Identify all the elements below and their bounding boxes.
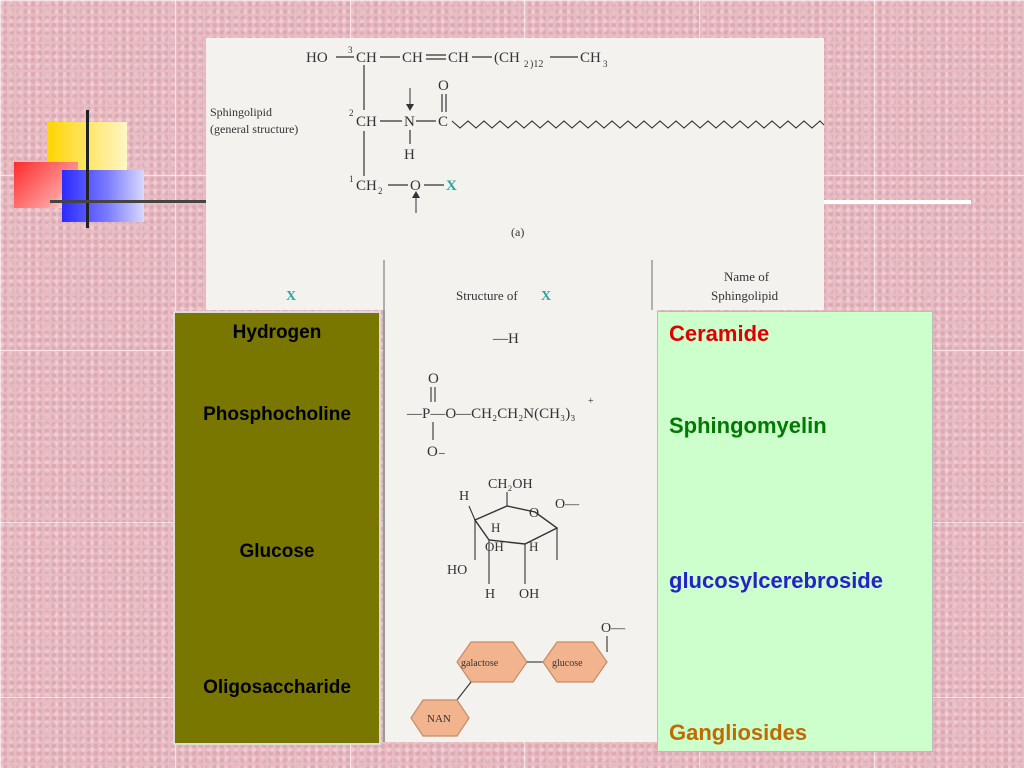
oxygen-bottom-label: O	[410, 178, 421, 194]
x-hydrogen: Hydrogen	[232, 322, 322, 343]
nan-hexagon	[410, 699, 470, 737]
deco-vertical-line	[86, 110, 89, 228]
general-structure-label: (general structure)	[210, 122, 298, 136]
x-phosphocholine: Phosphocholine	[203, 404, 351, 425]
deco-blue-square	[62, 170, 144, 222]
structures-panel: —H O —P—O—CH₂CH₂N(CH₃)₃ + O₋ CH₂OH H O O…	[383, 310, 657, 742]
deco-right-line	[824, 200, 971, 204]
glucose-ho: HO	[447, 563, 467, 578]
phospho-o-top: O	[428, 371, 439, 387]
subscript: )12	[530, 59, 543, 70]
sphingolipid-structure-figure: HO 3 CH CH CH (CH 2 )12 CH 3 Sphingolipi…	[206, 38, 824, 310]
ch-label: CH	[448, 50, 469, 66]
nan-label: NAN	[427, 713, 451, 725]
name-gangliosides: Gangliosides	[669, 720, 808, 745]
ch-middle-label: CH	[356, 114, 377, 130]
table-header-name-line2: Sphingolipid	[711, 288, 779, 303]
phospho-o-bottom: O₋	[427, 444, 446, 460]
glucose-h-1: H	[459, 489, 469, 504]
structures-diagram: —H O —P—O—CH₂CH₂N(CH₃)₃ + O₋ CH₂OH H O O…	[406, 331, 626, 737]
hydrogen-structure: —H	[492, 331, 519, 347]
subscript: 2	[378, 186, 383, 196]
table-header-name-line1: Name of	[724, 269, 770, 284]
x-group-label: X	[446, 178, 457, 194]
carbon-3-label: 3	[348, 45, 353, 55]
glucose-h-2: H	[491, 520, 500, 535]
phosphocholine-structure: —P—O—CH₂CH₂N(CH₃)₃	[406, 406, 575, 422]
ch-label: CH	[402, 50, 423, 66]
h-under-n-label: H	[404, 147, 415, 163]
carbonyl-c-label: C	[438, 114, 448, 130]
glucose-ch2oh: CH₂OH	[488, 477, 533, 492]
table-header-x: X	[286, 289, 296, 304]
glucose-hexagon	[542, 641, 608, 683]
glucose-h-4: H	[485, 587, 495, 602]
glucose-ring-o: O	[529, 506, 539, 521]
ch-label: CH	[356, 50, 377, 66]
glucose-h-3: H	[529, 539, 538, 554]
subscript: 2	[524, 59, 529, 69]
name-sphingomyelin: Sphingomyelin	[669, 413, 827, 438]
ho-label: HO	[306, 50, 328, 66]
oligo-o-link: O—	[601, 621, 626, 636]
x-oligosaccharide: Oligosaccharide	[203, 677, 351, 698]
table-header-structure-x: X	[541, 289, 551, 304]
x-group-list: Hydrogen Phosphocholine Glucose Oligosac…	[173, 311, 381, 745]
carbon-2-label: 2	[349, 108, 354, 118]
carbonyl-o-label: O	[438, 78, 449, 94]
ch2-chain-label: (CH	[494, 50, 520, 66]
name-ceramide: Ceramide	[669, 321, 770, 346]
nitrogen-label: N	[404, 114, 415, 130]
ch3-label: CH	[580, 50, 601, 66]
galactose-label: galactose	[461, 658, 499, 669]
glucose-o-link: O—	[555, 497, 580, 512]
x-glucose: Glucose	[239, 541, 315, 562]
structure-diagram: HO 3 CH CH CH (CH 2 )12 CH 3 Sphingolipi…	[210, 45, 824, 310]
sphingolipid-name-list: Ceramide Sphingomyelin glucosylcerebrosi…	[657, 311, 933, 752]
ch2-bottom-label: CH	[356, 178, 377, 194]
figure-caption: (a)	[511, 225, 524, 239]
sphingolipid-label: Sphingolipid	[210, 105, 272, 119]
deco-horizontal-line	[50, 200, 210, 203]
glucose-hex-label: glucose	[552, 658, 583, 669]
glucose-oh-2: OH	[519, 587, 539, 602]
table-header-structure: Structure of	[456, 288, 518, 303]
subscript: 3	[603, 59, 608, 69]
carbon-1-label: 1	[349, 174, 354, 184]
name-glucosylcerebroside: glucosylcerebroside	[669, 568, 883, 593]
glucose-oh: OH	[485, 539, 504, 554]
phospho-plus-charge: +	[588, 396, 594, 407]
